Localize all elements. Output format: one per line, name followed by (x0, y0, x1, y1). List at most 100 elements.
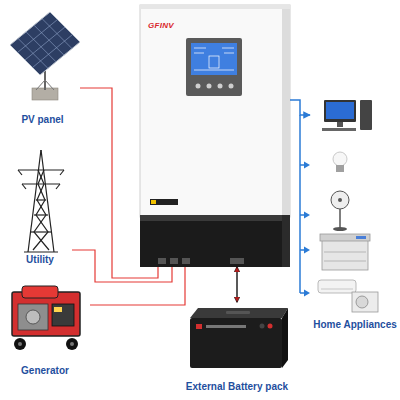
inverter-illustration-part-part (194, 53, 204, 54)
computer-illustration-part (324, 100, 356, 122)
fan-illustration-part (338, 198, 342, 202)
inverter-illustration-part (282, 5, 290, 267)
branch-arrowheads (304, 162, 310, 297)
branch-arrowheads-part (304, 247, 310, 254)
battery-node: External Battery pack (178, 302, 296, 392)
copier-illustration-part (324, 261, 366, 262)
inverter-illustration-part (196, 84, 201, 89)
power-tower-illustration-part (22, 183, 60, 184)
solar-panel-illustration-part (36, 80, 45, 90)
copier-illustration-part (320, 234, 370, 241)
solar-panel-illustration-part-part (25, 27, 65, 60)
power-tower-illustration-part (22, 184, 26, 189)
solar-panel-illustration-part (10, 12, 80, 75)
branch-arrowheads-part (304, 290, 310, 297)
battery-illustration-part (226, 311, 250, 314)
branch-arrowheads-part (304, 162, 310, 169)
power-tower-illustration-part (18, 169, 64, 170)
air-conditioner-illustration-part (356, 296, 368, 308)
power-tower-illustration-part (34, 170, 49, 250)
computer-illustration (322, 100, 372, 131)
inverter-illustration-part (158, 258, 166, 264)
battery-illustration-part (190, 308, 288, 318)
generator-illustration (12, 286, 80, 350)
inverter-illustration-part (140, 5, 290, 217)
inverter-illustration-part-part (209, 56, 219, 68)
appliances-node: Home Appliances (310, 92, 400, 330)
air-conditioner-illustration-part (318, 280, 356, 293)
inverter-node: GFINV (140, 5, 290, 267)
generator-wire (90, 267, 185, 305)
inverter-illustration-part (140, 215, 290, 267)
solar-panel-illustration-part-part (42, 19, 72, 49)
generator-illustration-part (18, 342, 22, 346)
inverter-illustration-part-part (224, 53, 234, 54)
fan-illustration-part (333, 227, 347, 231)
battery-illustration-part (190, 318, 282, 368)
computer-illustration-part (322, 128, 356, 131)
node-label: PV panel (21, 114, 63, 125)
node-label: Utility (26, 254, 54, 265)
inverter-illustration (140, 5, 290, 267)
generator-illustration-part (14, 338, 26, 350)
solar-panel-illustration-part-part (18, 20, 58, 53)
solar-panel-illustration-part-part (34, 25, 64, 55)
generator-illustration-part (54, 307, 62, 312)
inverter-illustration-part (170, 258, 178, 264)
bulb-illustration (333, 152, 347, 172)
inverter-illustration-part (151, 200, 156, 204)
battery-illustration-part (282, 308, 288, 368)
inverter-illustration-part-part (194, 70, 234, 71)
power-tower-illustration (18, 150, 64, 252)
generator-illustration-part (66, 338, 78, 350)
generator-node: Generator (0, 282, 90, 376)
inverter-illustration-part-part (194, 48, 206, 49)
air-conditioner-illustration-part (352, 292, 378, 312)
generator-illustration-part (70, 342, 74, 346)
power-tower-illustration-part (56, 184, 60, 189)
fan-illustration-part (339, 209, 341, 228)
power-tower-illustration-part (31, 231, 51, 232)
generator-illustration-part (52, 304, 74, 326)
inverter-illustration-part (182, 258, 190, 264)
utility-wire (72, 250, 172, 282)
solar-panel-illustration-part (45, 80, 54, 90)
output-branch-wires-part (299, 115, 301, 293)
inverter-illustration-part (282, 215, 290, 267)
inverter-illustration-part (229, 84, 234, 89)
inverter-illustration-part (194, 48, 234, 70)
inverter-illustration-part (191, 43, 237, 75)
air-conditioner-illustration (318, 280, 378, 312)
copier-illustration-part (324, 252, 366, 253)
power-tower-illustration-part (36, 199, 46, 200)
battery-illustration-part (260, 324, 265, 329)
node-label: Home Appliances (313, 319, 397, 330)
utility-node: Utility (8, 148, 72, 265)
inverter-illustration-part (140, 5, 290, 9)
battery-illustration-part (206, 325, 246, 328)
output-wire (290, 100, 310, 115)
solar-panel-illustration-part-part (18, 38, 48, 68)
air-conditioner-illustration-part (321, 289, 353, 290)
power-tower-illustration-part (41, 150, 54, 252)
computer-illustration-part (337, 122, 343, 127)
power-tower-illustration-part (28, 150, 41, 252)
generator-illustration-part (18, 304, 48, 330)
inverter-illustration-part (207, 84, 212, 89)
power-tower-illustration-part (34, 214, 48, 215)
bulb-illustration-part (336, 165, 344, 172)
inverter-illustration-part (150, 199, 178, 205)
pv-panel-node: PV panel (5, 0, 80, 125)
inverter-illustration-part (218, 84, 223, 89)
power-tower-illustration-part (18, 170, 22, 175)
inverter-illustration-part (140, 215, 290, 221)
output-branch-wires (300, 115, 306, 293)
battery-link (236, 267, 238, 302)
node-label: External Battery pack (186, 381, 288, 392)
copier-illustration (320, 234, 370, 270)
branch-arrowheads-part (304, 212, 310, 219)
copier-illustration-part (322, 240, 368, 270)
power-tower-illustration-part (60, 170, 64, 175)
